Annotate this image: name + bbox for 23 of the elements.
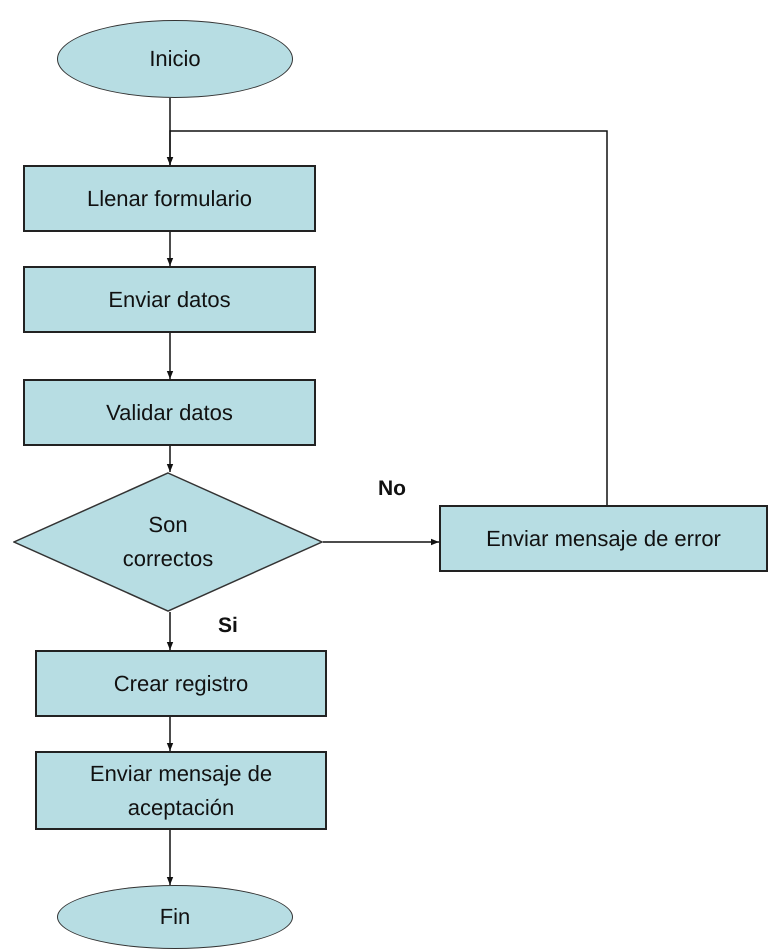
node-text: Fin: [160, 903, 190, 931]
node-text: Validar datos: [106, 398, 233, 426]
arrow: [166, 830, 174, 885]
node-text: Enviar mensaje de error: [486, 524, 721, 553]
node-text: Son correctos: [122, 511, 214, 573]
arrow: [166, 130, 608, 505]
node-text: Enviar mensaje de aceptación: [88, 760, 274, 822]
node-text: Inicio: [149, 45, 201, 73]
process-box: [439, 505, 768, 572]
arrow: [323, 538, 439, 546]
process-box: [23, 266, 316, 333]
node-text: Enviar datos: [108, 286, 231, 314]
arrow: [166, 612, 174, 650]
arrow: [166, 333, 174, 379]
arrow: [166, 717, 174, 751]
node-text: Crear registro: [114, 670, 248, 698]
process-box: [35, 650, 327, 717]
arrow: [166, 446, 174, 472]
process-box: [23, 379, 316, 446]
arrow: [166, 232, 174, 266]
node-text: Llenar formulario: [86, 184, 252, 212]
process-box: [23, 165, 316, 232]
process-box: [35, 751, 327, 830]
